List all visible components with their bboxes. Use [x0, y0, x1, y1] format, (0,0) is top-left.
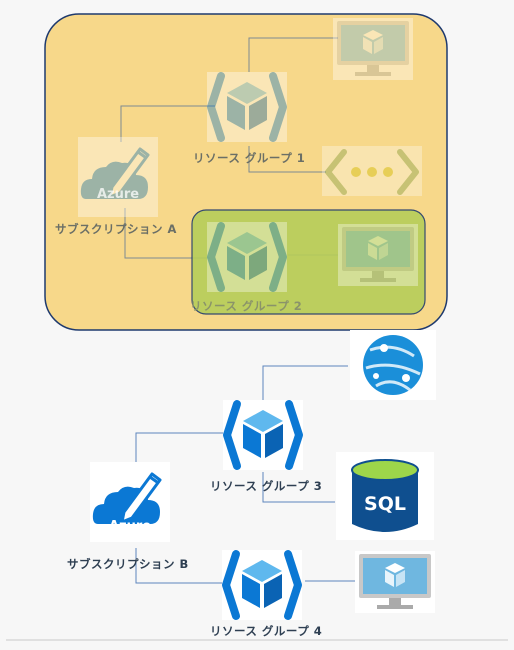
rg4-virtual-machine-icon	[355, 551, 435, 613]
rg2-virtual-machine-icon	[338, 224, 418, 286]
resource-group-2-icon	[207, 222, 287, 292]
resource-group-3-label: リソース グループ 3	[210, 479, 323, 493]
resource-group-3-icon	[223, 400, 303, 470]
azure-subscription-a-icon	[76, 135, 160, 219]
azure-subscription-b-logo-text: Azure	[109, 519, 151, 534]
resource-group-2-label: リソース グループ 2	[190, 299, 303, 313]
app-service-icon	[350, 330, 436, 400]
resource-group-1-icon	[207, 72, 287, 142]
subscription-b-label: サブスクリプション B	[67, 557, 189, 571]
sql-database-icon	[336, 452, 434, 540]
subscription-a-label: サブスクリプション A	[55, 222, 177, 236]
subscription-b-connectors	[135, 365, 358, 584]
subscription-a-connectors	[120, 37, 338, 259]
sql-database-label: SQL	[364, 493, 406, 515]
azure-subscription-a-logo-text: Azure	[97, 187, 139, 202]
resource-group-4-label: リソース グループ 4	[210, 624, 323, 638]
resource-group-1-label: リソース グループ 1	[193, 151, 306, 165]
rg1-virtual-machine-icon	[333, 18, 413, 80]
resource-group-4-icon	[222, 550, 302, 620]
rg1-virtual-network-icon	[322, 146, 422, 196]
